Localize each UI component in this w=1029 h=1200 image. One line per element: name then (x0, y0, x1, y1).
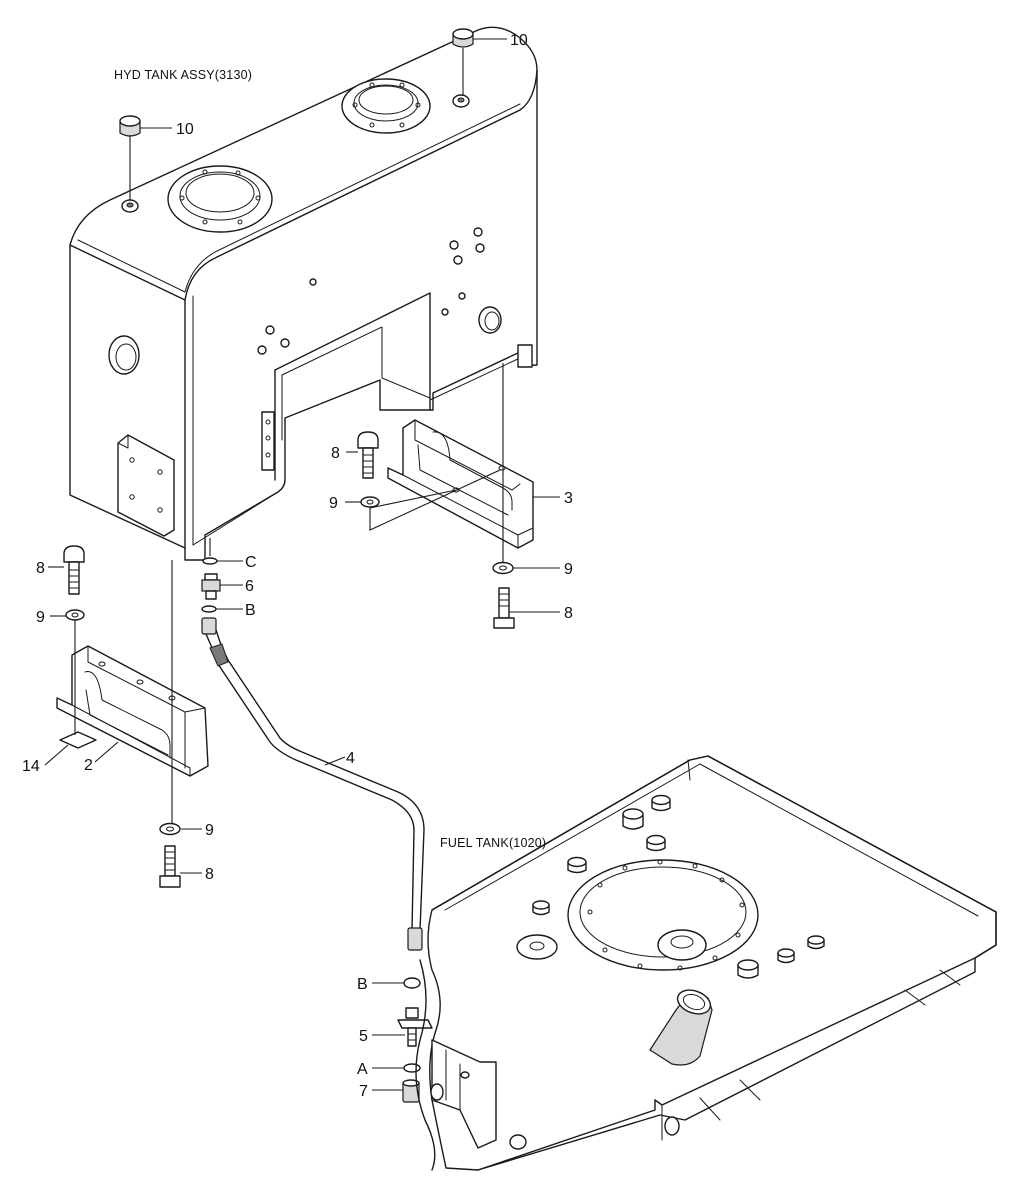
callout-4: 4 (346, 750, 355, 767)
callout-5: 5 (359, 1028, 368, 1045)
callout-8-bottom: 8 (205, 866, 214, 883)
fitting-part-5 (397, 1007, 433, 1047)
callout-10-left: 10 (176, 121, 194, 138)
washer-part-9-bottom (159, 822, 181, 836)
o-ring-b-bottom (403, 977, 421, 989)
callout-2: 2 (84, 757, 93, 774)
fuel-tank-bosses (532, 794, 825, 979)
callout-8-left: 8 (36, 560, 45, 577)
fuel-tank (415, 755, 997, 1171)
callout-8-mid: 8 (331, 445, 340, 462)
callout-7: 7 (359, 1083, 368, 1100)
bolt-part-8-right (493, 587, 515, 629)
cap-part-10-right (452, 28, 474, 48)
hose-part-4 (201, 617, 425, 951)
fitting-part-7 (402, 1079, 420, 1103)
callout-8-right: 8 (564, 605, 573, 622)
o-ring-b-top (201, 605, 217, 613)
bolt-part-8-left (63, 545, 85, 595)
washer-part-9-mid (360, 496, 380, 508)
callout-b-bottom: B (357, 976, 368, 993)
callout-14: 14 (22, 758, 40, 775)
bracket-part-2 (56, 645, 209, 777)
bracket-part-3 (387, 419, 534, 549)
fuel-tank-main-flange (567, 859, 759, 971)
top-filter-port-right (341, 78, 431, 134)
top-filter-port-left (167, 165, 273, 233)
fitting-part-6 (201, 573, 221, 600)
callout-a: A (357, 1061, 368, 1078)
o-ring-c (202, 557, 218, 565)
washer-part-9-right (492, 561, 514, 575)
callout-6: 6 (245, 578, 254, 595)
fuel-filler-neck (649, 989, 713, 1066)
callout-9-mid: 9 (329, 495, 338, 512)
callout-c: C (245, 554, 257, 571)
bolt-part-8-mid (357, 431, 379, 479)
cap-part-10-left (119, 115, 141, 137)
hydraulic-tank (69, 26, 538, 561)
callout-9-bottom: 9 (205, 822, 214, 839)
callout-b-top: B (245, 602, 256, 619)
o-ring-a (403, 1063, 421, 1073)
callout-10-right: 10 (510, 32, 528, 49)
callout-9-right: 9 (564, 561, 573, 578)
fuel-tank-title: FUEL TANK(1020) (440, 836, 546, 850)
bolt-part-8-bottom (159, 845, 181, 888)
shim-part-14 (59, 731, 97, 749)
callout-9-left: 9 (36, 609, 45, 626)
leader-lines (44, 38, 560, 1091)
hyd-tank-title: HYD TANK ASSY(3130) (114, 68, 252, 82)
callout-3: 3 (564, 490, 573, 507)
washer-part-9-left (65, 609, 85, 621)
